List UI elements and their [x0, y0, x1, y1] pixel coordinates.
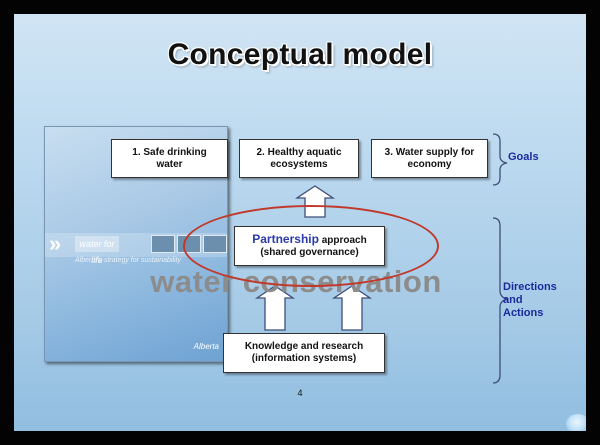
knowledge-line: Knowledge and research	[244, 341, 364, 352]
goal-box-line: economy	[407, 158, 452, 170]
goal-box-healthy-aquatic-ecosystems: 2. Healthy aquatic ecosystems	[239, 139, 359, 178]
directions-label-line: and	[503, 294, 523, 306]
goal-box-line: 3. Water supply for	[384, 146, 475, 158]
slide-title: Conceptual model	[167, 38, 433, 71]
page-number: 4	[297, 388, 303, 398]
cover-subtitle: Alberta's strategy for sustainability	[75, 257, 181, 264]
knowledge-research-box: Knowledge and research (information syst…	[223, 333, 385, 373]
knowledge-line: (information systems)	[251, 353, 357, 364]
goal-box-line: ecosystems	[270, 158, 328, 170]
directions-label-line: Actions	[503, 307, 544, 319]
goal-box-line: 2. Healthy aquatic	[256, 146, 342, 158]
up-arrow-from-knowledge-right	[331, 285, 373, 331]
highlight-ellipse	[183, 205, 439, 287]
cover-logo: Alberta	[193, 342, 219, 351]
up-arrow-from-knowledge-left	[254, 285, 296, 331]
directions-actions-label: Directions and Actions	[503, 281, 557, 320]
goals-label: Goals	[508, 151, 539, 163]
goals-brace	[492, 133, 508, 186]
directions-label-line: Directions	[503, 281, 557, 293]
goal-box-safe-drinking-water: 1. Safe drinking water	[111, 139, 228, 178]
cover-brand-text: water for life	[75, 236, 119, 265]
goal-box-water-supply-for-economy: 3. Water supply for economy	[371, 139, 488, 178]
goal-box-line: 1. Safe drinking	[132, 146, 207, 158]
cover-thumbnail	[151, 235, 175, 253]
goal-box-line: water	[156, 158, 183, 170]
water-drop-logo-icon	[566, 414, 590, 434]
directions-brace	[492, 217, 510, 384]
